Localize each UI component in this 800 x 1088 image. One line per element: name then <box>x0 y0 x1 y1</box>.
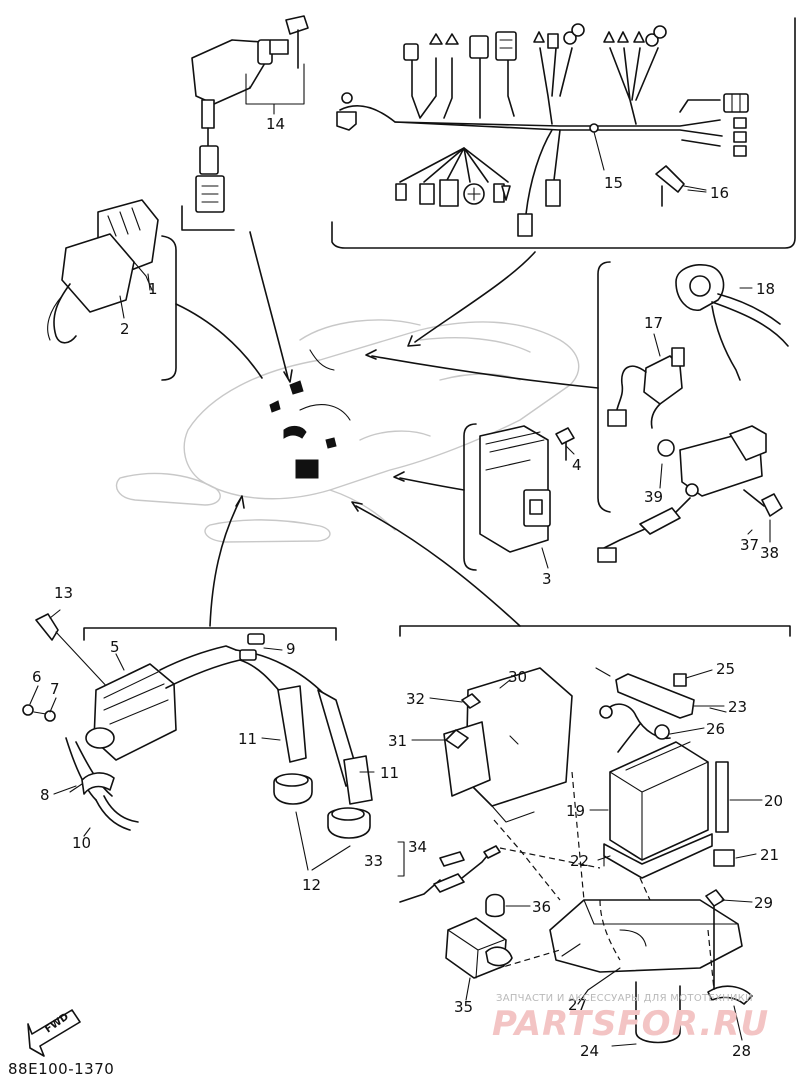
callout-11a: 11 <box>238 730 257 748</box>
callout-4: 4 <box>572 456 582 474</box>
callout-20: 20 <box>764 792 783 810</box>
fwd-arrow-icon <box>27 1009 81 1057</box>
callout-12: 12 <box>302 876 321 894</box>
callout-39: 39 <box>644 488 663 506</box>
callout-5: 5 <box>110 638 120 656</box>
callout-22: 22 <box>570 852 589 870</box>
callout-8: 8 <box>40 786 50 804</box>
callout-leaders <box>29 189 771 1047</box>
callout-7: 7 <box>50 680 60 698</box>
callout-21: 21 <box>760 846 779 864</box>
switch-17 <box>607 347 685 429</box>
callout-32: 32 <box>406 690 425 708</box>
callout-35: 35 <box>454 998 473 1016</box>
callout-labels: 14 15 16 1 2 18 17 4 3 39 37 38 13 5 9 6… <box>32 115 783 1060</box>
callout-17: 17 <box>644 314 663 332</box>
callout-33: 33 <box>364 852 383 870</box>
clamp-16 <box>655 165 707 207</box>
watermark-logo: PARTSFOR.RU <box>492 1004 770 1044</box>
ignition-coil-group <box>22 613 373 871</box>
callout-31: 31 <box>388 732 407 750</box>
relay-unit <box>597 425 783 563</box>
callout-3: 3 <box>542 570 552 588</box>
callout-10: 10 <box>72 834 91 852</box>
drawing-code: 88E100-1370 <box>8 1060 115 1078</box>
callout-6: 6 <box>32 668 42 686</box>
machine-components <box>269 349 351 479</box>
callout-38: 38 <box>760 544 779 562</box>
callout-23: 23 <box>728 698 747 716</box>
callout-36: 36 <box>532 898 551 916</box>
throttle-housing-18 <box>675 264 789 381</box>
watermark-tagline: ЗАПЧАСТИ И АКСЕССУАРЫ ДЛЯ МОТОТЕХНИКИ <box>496 993 753 1004</box>
callout-27: 27 <box>568 996 587 1014</box>
callout-9: 9 <box>286 640 296 658</box>
leader-arrows <box>175 231 599 627</box>
callout-29: 29 <box>754 894 773 912</box>
callout-18: 18 <box>756 280 775 298</box>
callout-11b: 11 <box>380 764 399 782</box>
rectifier-unit <box>479 425 575 553</box>
callout-25: 25 <box>716 660 735 678</box>
callout-30: 30 <box>508 668 527 686</box>
callout-14: 14 <box>266 115 285 133</box>
main-switch <box>191 15 309 213</box>
callout-13: 13 <box>54 584 73 602</box>
callout-16: 16 <box>710 184 729 202</box>
wire-harness <box>336 23 749 237</box>
callout-26: 26 <box>706 720 725 738</box>
callout-2: 2 <box>120 320 130 338</box>
group-brackets <box>83 17 796 641</box>
callout-24: 24 <box>580 1042 599 1060</box>
cdi-unit <box>47 199 159 344</box>
battery-group <box>397 667 753 1044</box>
callout-34: 34 <box>408 838 427 856</box>
callout-15: 15 <box>604 174 623 192</box>
callout-1: 1 <box>148 280 158 298</box>
callout-37: 37 <box>740 536 759 554</box>
callout-19: 19 <box>566 802 585 820</box>
callout-28: 28 <box>732 1042 751 1060</box>
